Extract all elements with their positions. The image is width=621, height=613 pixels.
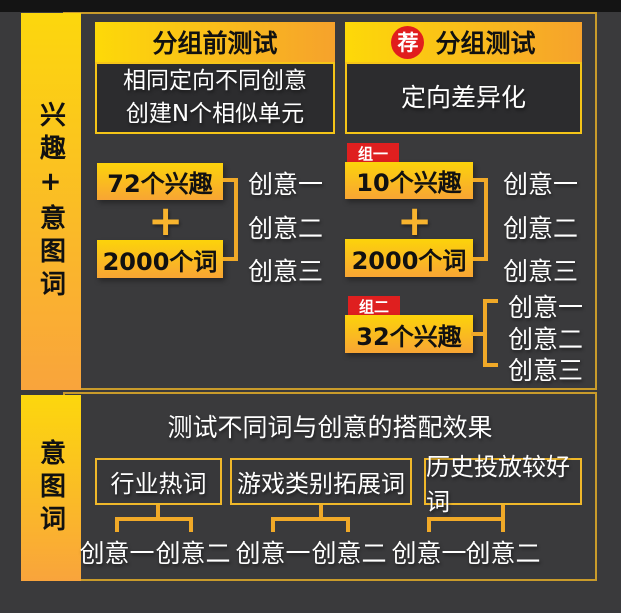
group-test-title: 分组测试 [435,29,536,58]
fork-stem [156,505,160,518]
bottom-section-title: 测试不同词与创意的搭配效果 [167,413,493,442]
sidebar-top-label: 兴趣+意图词 [35,100,66,303]
creative-label: 创意三 [503,257,579,286]
fork-stem [319,505,323,518]
sidebar-intent: 意图词 [21,395,81,581]
words-count-box-2000: 2000个词 [345,239,473,277]
pregroup-test-title: 分组前测试 [152,29,278,58]
group2-tag: 组二 [348,296,400,316]
bracket-left-column [223,178,238,261]
group-desc-box: 定向差异化 [345,62,582,134]
group-test-header: 荐 分组测试 [345,22,582,62]
creative-label: 创意三 [508,356,584,385]
creative-label: 创意三 [248,257,324,286]
fork-branches [427,517,505,532]
word-box-industry: 行业热词 [95,458,222,505]
pregroup-desc-line1: 相同定向不同创意 [123,67,307,94]
plus-sign: + [397,196,433,245]
creative-label: 创意一 [235,539,311,568]
creative-label: 创意二 [503,214,579,243]
creative-label: 创意一 [79,539,155,568]
fork-stem [501,505,505,518]
creative-label: 创意二 [248,214,324,243]
word-box-history: 历史投放较好词 [424,453,582,516]
words-count-box-2000: 2000个词 [97,240,223,278]
group1-tag: 组一 [347,143,399,163]
fork-branches [271,517,350,532]
word-box-game-expand: 游戏类别拓展词 [230,458,412,505]
creative-label: 创意一 [503,170,579,199]
creative-label: 创意二 [508,325,584,354]
connector-group2 [471,332,485,336]
creative-label: 创意一 [391,539,467,568]
sidebar-interest-intent: 兴趣+意图词 [21,13,81,390]
creative-label: 创意二 [465,539,541,568]
creative-label: 创意一 [248,170,324,199]
creative-label: 创意二 [311,539,387,568]
creative-label: 创意一 [508,293,584,322]
interest-count-box-32: 32个兴趣 [345,315,473,353]
interest-count-box-72: 72个兴趣 [97,163,223,200]
bracket-group2 [483,299,498,367]
interest-count-box-10: 10个兴趣 [345,162,473,199]
recommend-badge: 荐 [391,25,425,59]
creative-label: 创意二 [155,539,231,568]
plus-sign: + [148,196,184,245]
sidebar-bottom-label: 意图词 [35,438,66,538]
bracket-group1 [473,178,488,261]
pregroup-desc-line2: 创建N个相似单元 [125,101,305,127]
top-black-strip [0,0,621,12]
pregroup-desc-box: 相同定向不同创意 创建N个相似单元 [95,62,335,134]
pregroup-test-header: 分组前测试 [95,22,335,62]
fork-branches [115,517,193,532]
group-desc-text: 定向差异化 [400,82,526,112]
